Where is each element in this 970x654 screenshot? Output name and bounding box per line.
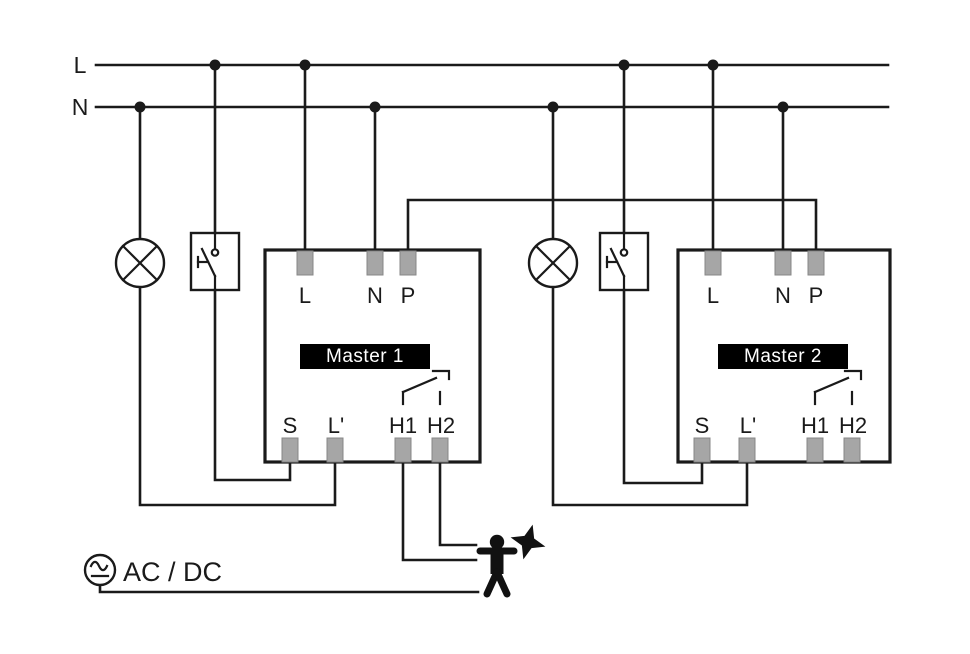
junction-dot bbox=[209, 59, 221, 71]
push-button-2-icon bbox=[605, 231, 629, 292]
fan-star-icon bbox=[510, 524, 546, 560]
terminal-label-m2-P: P bbox=[809, 283, 824, 308]
wire-lamp2-to-lprime2 bbox=[551, 285, 749, 507]
junction-dot bbox=[618, 59, 630, 71]
terminal-pad-m2-H2 bbox=[843, 437, 861, 463]
relay-contact-2-icon bbox=[813, 369, 863, 406]
push-button-1-icon bbox=[196, 231, 220, 292]
terminal-label-m1-H1: H1 bbox=[389, 413, 417, 438]
terminal-pad-m1-S bbox=[281, 437, 299, 463]
master2-title-plate bbox=[718, 344, 848, 369]
terminal-label-m2-Lp: L' bbox=[740, 413, 756, 438]
terminal-pad-m2-L bbox=[704, 250, 722, 276]
wire-switch1-to-s1 bbox=[213, 288, 292, 482]
terminal-pad-m1-L bbox=[296, 250, 314, 276]
terminal-label-m2-H2: H2 bbox=[839, 413, 867, 438]
terminal-label-m1-Lp: L' bbox=[328, 413, 344, 438]
junction-dot bbox=[547, 101, 559, 113]
junction-dot bbox=[369, 101, 381, 113]
master2: L N P Master 2 S L' H1 H2 bbox=[693, 250, 867, 463]
terminal-pad-m1-P bbox=[399, 250, 417, 276]
terminal-pad-m2-P bbox=[807, 250, 825, 276]
wire-h2-out bbox=[438, 460, 478, 547]
person-head bbox=[489, 534, 505, 550]
junction-dot bbox=[707, 59, 719, 71]
terminal-pad-m1-H1 bbox=[394, 437, 412, 463]
master2-title: Master 2 bbox=[744, 346, 822, 367]
terminal-label-m1-P: P bbox=[401, 283, 416, 308]
terminal-label-m1-S: S bbox=[283, 413, 298, 438]
master1-title-plate bbox=[300, 344, 430, 369]
lamp1-icon bbox=[114, 237, 166, 289]
presence-person-icon bbox=[476, 534, 518, 598]
ac-dc-circle bbox=[83, 553, 117, 587]
terminal-pad-m2-S bbox=[693, 437, 711, 463]
master1: L N P Master 1 S L' H1 H2 bbox=[281, 250, 455, 463]
l-bus-label: L bbox=[74, 52, 87, 78]
ac-wave bbox=[89, 560, 109, 572]
wire-p-bus bbox=[406, 198, 818, 253]
wire-lamp1-to-lprime1 bbox=[138, 285, 337, 507]
terminal-label-m2-N: N bbox=[775, 283, 791, 308]
person-leg-right bbox=[493, 568, 511, 598]
master1-title: Master 1 bbox=[326, 346, 404, 367]
wires bbox=[98, 63, 818, 594]
terminal-pad-m2-N bbox=[774, 250, 792, 276]
wire-switch2-to-s2 bbox=[622, 288, 704, 485]
wire-h1-out bbox=[401, 460, 478, 562]
terminal-pad-m1-H2 bbox=[431, 437, 449, 463]
power-bus: L N bbox=[72, 52, 890, 120]
terminal-label-m1-N: N bbox=[367, 283, 383, 308]
terminal-label-m2-H1: H1 bbox=[801, 413, 829, 438]
junction-dot bbox=[134, 101, 146, 113]
terminal-pad-m2-Lp bbox=[738, 437, 756, 463]
wire-acdc-supply bbox=[98, 583, 480, 594]
terminal-label-m1-H2: H2 bbox=[427, 413, 455, 438]
terminal-pad-m1-N bbox=[366, 250, 384, 276]
terminal-pad-m2-H1 bbox=[806, 437, 824, 463]
ac-dc-source-icon bbox=[83, 553, 117, 587]
relay-contact-1-icon bbox=[401, 369, 451, 406]
terminal-pad-m1-Lp bbox=[326, 437, 344, 463]
junction-dot bbox=[299, 59, 311, 71]
terminal-label-m2-S: S bbox=[695, 413, 710, 438]
junction-dots bbox=[134, 59, 789, 113]
ac-dc-label: AC / DC bbox=[123, 557, 222, 587]
terminal-label-m2-L: L bbox=[707, 283, 719, 308]
n-bus-label: N bbox=[72, 94, 89, 120]
lamp2-icon bbox=[527, 237, 579, 289]
junction-dot bbox=[777, 101, 789, 113]
terminal-label-m1-L: L bbox=[299, 283, 311, 308]
